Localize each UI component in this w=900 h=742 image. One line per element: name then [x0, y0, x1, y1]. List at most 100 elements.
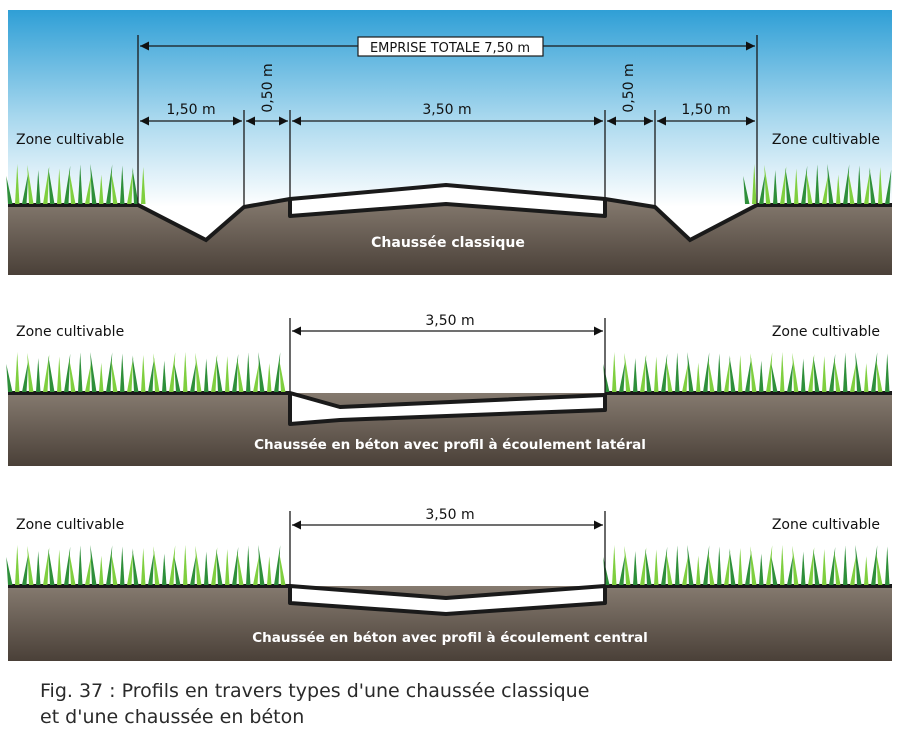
grass-blade: [85, 174, 92, 204]
grass-blade: [279, 360, 286, 392]
grass-blade: [619, 360, 626, 392]
zone-label-right: Zone cultivable: [772, 324, 880, 340]
grass-blade: [717, 353, 722, 392]
grass-blade: [745, 357, 752, 392]
grass-blade: [48, 355, 55, 392]
grass-blade: [815, 164, 820, 204]
grass-blade: [666, 552, 673, 585]
grass-blade: [792, 545, 799, 585]
grass-blade: [216, 548, 223, 585]
grass-blade: [764, 164, 771, 204]
grass-blade: [153, 353, 160, 392]
grass-blade: [675, 352, 680, 392]
grass-blade: [822, 549, 827, 585]
grass-blade: [64, 165, 71, 204]
grass-right: [603, 545, 890, 585]
soil-ground: [8, 199, 892, 275]
grass-blade: [885, 546, 890, 585]
grass-blade: [864, 168, 871, 204]
grass-blade: [857, 165, 862, 204]
grass-blade: [864, 363, 869, 392]
grass-blade: [190, 554, 197, 585]
grass-blade: [785, 167, 792, 204]
grass-blade: [687, 352, 694, 392]
grass-blade: [696, 362, 701, 392]
grass-blade: [162, 553, 167, 585]
dim-road: 3,50 m: [425, 507, 474, 523]
grass-blade: [759, 172, 766, 204]
road-surface: [288, 391, 607, 426]
grass-blade: [195, 352, 202, 392]
grass-blade: [6, 176, 13, 204]
grass-blade: [759, 360, 764, 392]
zone-label-left: Zone cultivable: [16, 517, 124, 533]
grass-blade: [216, 355, 223, 392]
grass-blade: [834, 358, 841, 392]
grass-blade: [15, 352, 20, 392]
grass-blade: [258, 352, 265, 392]
grass-blade: [654, 549, 659, 585]
grass-blade: [258, 545, 265, 585]
grass-blade: [27, 164, 34, 204]
grass-left: [6, 164, 146, 204]
grass-blade: [878, 166, 883, 204]
grass-blade: [654, 356, 659, 392]
grass-blade: [246, 545, 251, 585]
grass-blade: [204, 551, 209, 585]
grass-blade: [850, 361, 857, 392]
grass-blade: [885, 169, 892, 204]
grass-blade: [99, 174, 104, 204]
grass-blade: [27, 352, 34, 392]
grass-blade: [48, 167, 55, 204]
grass-blade: [645, 355, 652, 392]
grass-left: [6, 545, 286, 585]
grass-blade: [745, 550, 752, 585]
grass-blade: [69, 171, 76, 204]
grass-blade: [792, 352, 799, 392]
grass-blade: [90, 352, 97, 392]
grass-blade: [141, 547, 146, 585]
grass-blade: [876, 360, 883, 392]
grass-blade: [127, 549, 134, 585]
grass-blade: [822, 356, 827, 392]
grass-blade: [766, 545, 773, 585]
grass-blade: [15, 545, 20, 585]
grass-blade: [869, 167, 876, 204]
grass-blade: [724, 549, 731, 585]
grass-blade: [876, 553, 883, 585]
grass-blade: [253, 361, 260, 392]
grass-blade: [85, 362, 92, 392]
grass-blade: [90, 164, 97, 204]
grass-left: [6, 352, 286, 392]
grass-blade: [127, 356, 134, 392]
grass-blade: [69, 552, 76, 585]
grass-blade: [267, 363, 272, 392]
grass-blade: [48, 548, 55, 585]
dim-right-shoulder: 0,50 m: [621, 63, 637, 112]
road-surface: [288, 584, 607, 616]
grass-blade: [174, 363, 181, 392]
grass-blade: [780, 352, 785, 392]
total-width-label-box: [357, 36, 544, 57]
grass-blade: [829, 353, 836, 392]
reference-lines: [137, 35, 758, 205]
grass-blade: [738, 354, 743, 392]
grass-blade: [15, 164, 20, 204]
grass-blade: [78, 352, 83, 392]
grass-blade: [752, 164, 757, 204]
grass-blade: [836, 174, 841, 204]
dim-road: 3,50 m: [422, 102, 471, 118]
grass-blade: [64, 546, 71, 585]
grass-blade: [22, 172, 29, 204]
total-width-label: EMPRISE TOTALE 7,50 m: [370, 41, 530, 56]
grass-blade: [687, 545, 694, 585]
dim-right-ditch: 1,50 m: [681, 102, 730, 118]
grass-blade: [148, 550, 155, 585]
grass-blade: [141, 166, 146, 204]
grass-blade: [43, 547, 50, 585]
grass-blade: [822, 174, 829, 204]
grass-blade: [195, 545, 202, 585]
grass-blade: [834, 551, 841, 585]
dim-left-shoulder: 0,50 m: [260, 63, 276, 112]
